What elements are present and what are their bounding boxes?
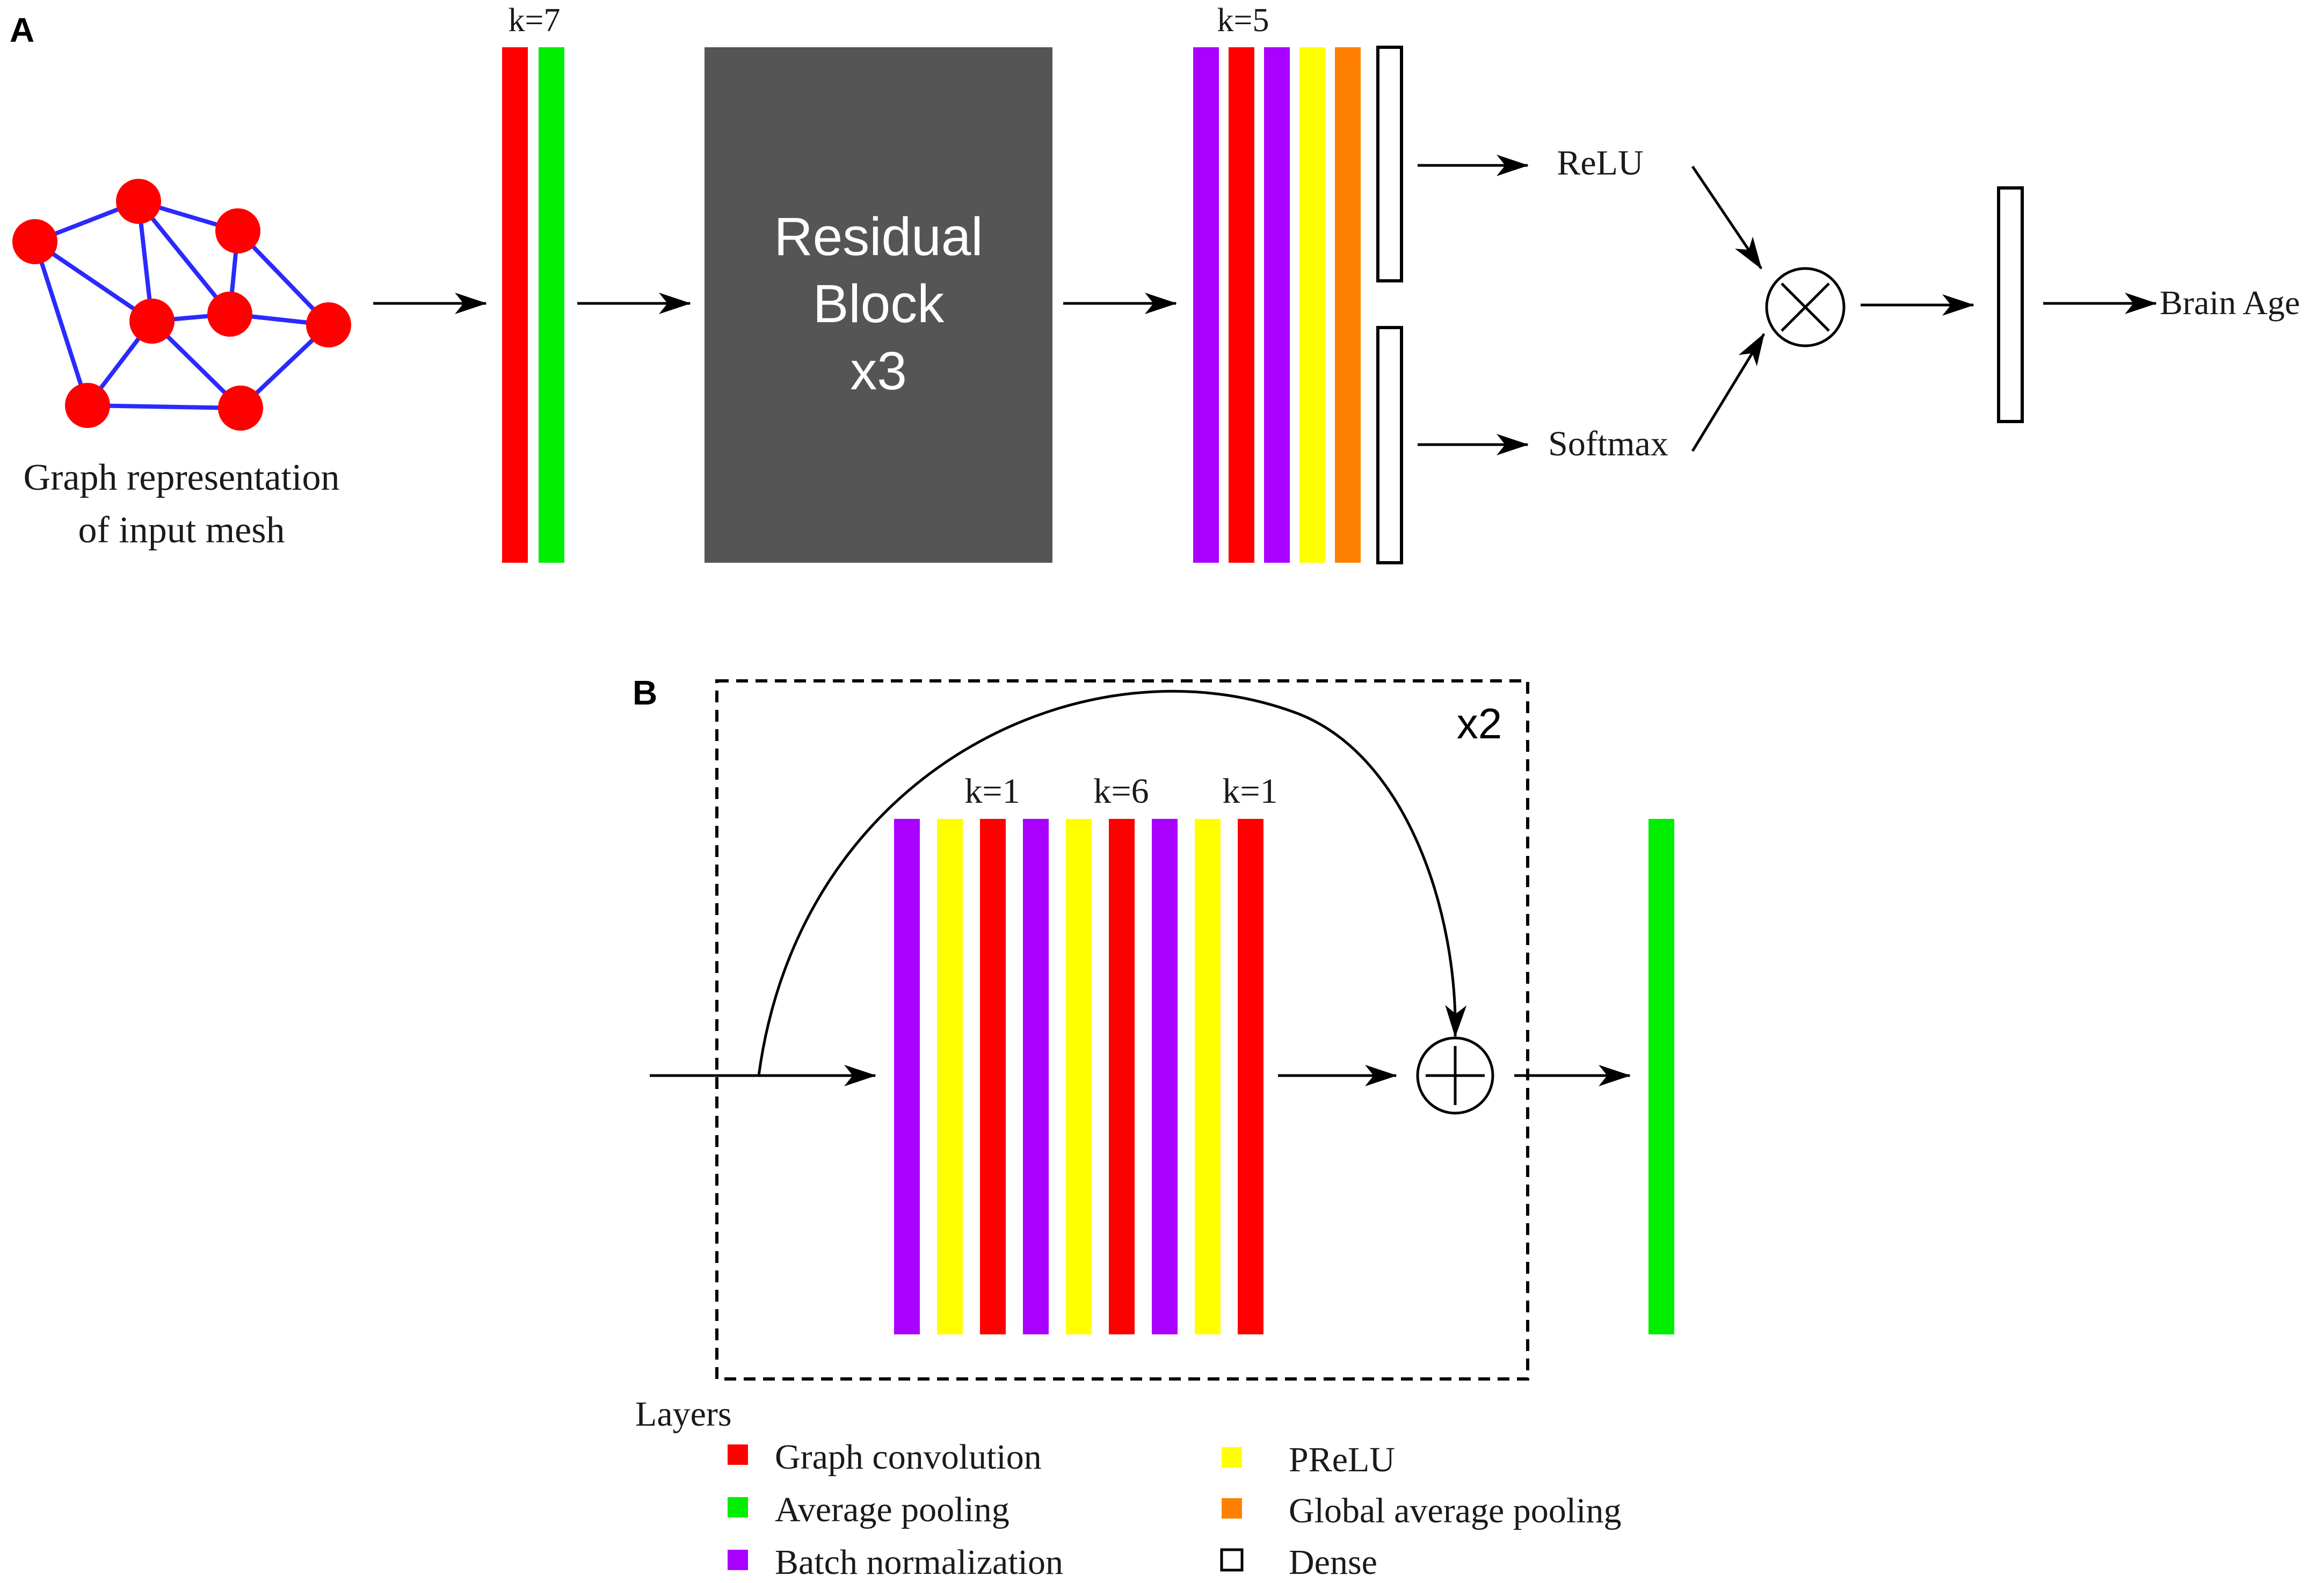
legend-label: Global average pooling — [1289, 1491, 1621, 1530]
batch-normalization-layer — [1264, 47, 1290, 563]
batch-normalization-layer — [1193, 47, 1219, 563]
graph-node — [65, 383, 110, 428]
graph-convolution-layer — [1109, 819, 1135, 1334]
legend-swatch — [728, 1497, 748, 1517]
legend: Layers Graph convolution Average pooling… — [635, 1395, 1621, 1582]
legend-label: Average pooling — [775, 1490, 1010, 1529]
arrow — [1691, 333, 1766, 452]
repeat-label: x2 — [1457, 700, 1502, 747]
softmax-label: Softmax — [1548, 424, 1668, 463]
relu-label: ReLU — [1557, 143, 1643, 183]
legend-swatch — [728, 1444, 748, 1465]
add-operator — [1416, 1036, 1494, 1115]
legend-swatch — [728, 1550, 748, 1570]
graph-node — [207, 292, 252, 337]
graph-node — [129, 299, 175, 344]
graph-node — [12, 219, 57, 264]
residual-block — [705, 47, 1052, 563]
prelu-layer — [1066, 819, 1092, 1334]
residual-block-line2: Block — [813, 274, 945, 334]
graph-nodes — [12, 179, 351, 431]
residual-block-line1: Residual — [774, 207, 983, 267]
legend-swatch — [1220, 1548, 1244, 1572]
legend-swatch — [1222, 1498, 1242, 1519]
graph-node — [215, 208, 260, 253]
residual-block-line3: x3 — [850, 341, 907, 401]
graph-node — [306, 302, 351, 347]
batch-normalization-layer — [1023, 819, 1049, 1334]
k-label: k=6 — [1093, 772, 1149, 811]
legend-label: Graph convolution — [775, 1437, 1042, 1477]
graph-convolution-layer — [980, 819, 1006, 1334]
graph-caption-line1: Graph representation — [24, 457, 340, 498]
legend-label: Batch normalization — [775, 1543, 1063, 1582]
legend-label: Dense — [1289, 1543, 1377, 1582]
prelu-layer — [1299, 47, 1325, 563]
panel-a-letter: A — [10, 11, 34, 49]
legend-swatch — [1222, 1447, 1242, 1468]
prelu-layer — [1195, 819, 1221, 1334]
k-label: k=1 — [1222, 772, 1277, 811]
graph-convolution-layer — [502, 47, 528, 563]
average-pooling-layer — [539, 47, 564, 563]
graph-node — [218, 386, 263, 431]
k-label-first: k=7 — [509, 2, 561, 39]
input-mesh-graph — [12, 179, 351, 431]
graph-caption-line2: of input mesh — [78, 510, 285, 551]
batch-normalization-layer — [894, 819, 920, 1334]
dense-layer-top — [1376, 46, 1403, 282]
legend-label: PReLU — [1289, 1440, 1395, 1479]
batch-normalization-layer — [1152, 819, 1178, 1334]
average-pooling-layer — [1648, 819, 1674, 1334]
skip-connection-arrow — [757, 689, 1467, 1076]
multiply-operator — [1765, 267, 1846, 347]
dense-layer-bottom — [1376, 326, 1403, 564]
dense-layer-output — [1997, 186, 2024, 423]
graph-convolution-layer — [1238, 819, 1263, 1334]
k-label-second: k=5 — [1217, 2, 1269, 39]
graph-convolution-layer — [1229, 47, 1254, 563]
panel-b-letter: B — [633, 673, 657, 712]
graph-node — [116, 179, 161, 224]
residual-block-boundary — [715, 679, 1529, 1381]
legend-title: Layers — [635, 1395, 732, 1434]
k-label: k=1 — [964, 772, 1020, 811]
global-average-pooling-layer — [1335, 47, 1361, 563]
output-label: Brain Age — [2160, 284, 2300, 322]
graph-edges — [33, 199, 330, 410]
arrow — [1691, 165, 1763, 270]
prelu-layer — [937, 819, 963, 1334]
